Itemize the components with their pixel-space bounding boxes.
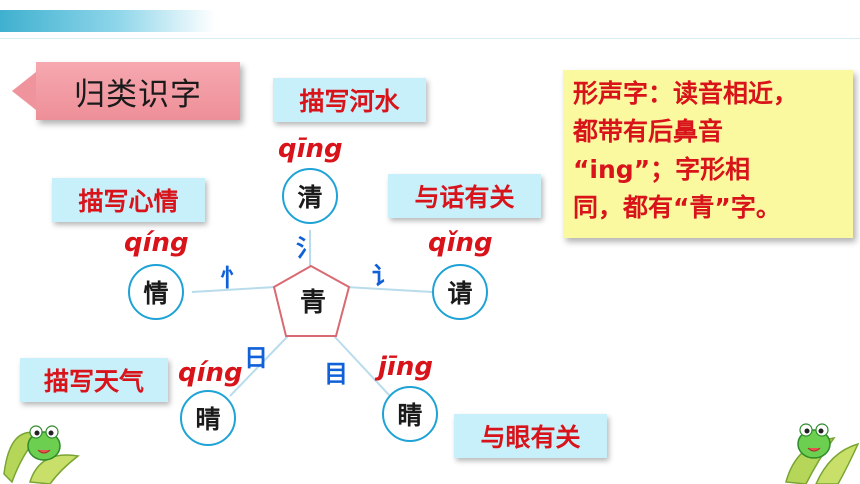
- radical-speak: 讠: [372, 262, 396, 290]
- center-pentagon: [272, 264, 351, 337]
- meaning-label-sun: 描写天气: [20, 358, 168, 402]
- pinyin-jing-eye: jīng: [378, 352, 433, 382]
- meaning-label-heart: 描写心情: [52, 178, 205, 222]
- char-node-qing-sun: 晴: [180, 390, 236, 446]
- spoke-qing-speak: [345, 286, 433, 293]
- note-line: 形声字：读音相近，: [573, 79, 799, 108]
- char-node-qing-water: 清: [282, 168, 338, 224]
- radical-sun: 日: [244, 344, 268, 372]
- center-char: 青: [299, 288, 326, 318]
- meaning-label-eye: 与眼有关: [454, 414, 607, 458]
- spoke-qing-heart: [191, 286, 277, 293]
- char-node-jing-eye: 睛: [382, 386, 438, 442]
- spoke-jing-eye: [333, 335, 391, 397]
- frog-on-leaf-icon: [3, 425, 80, 484]
- pinyin-qing-sun: qíng: [178, 358, 243, 388]
- meaning-label-speak: 与话有关: [388, 174, 541, 218]
- header-divider: [0, 38, 860, 39]
- title-tag-arrow: [12, 72, 36, 110]
- header-accent-bar: [0, 10, 215, 32]
- char-node-qing-heart: 情: [128, 264, 184, 320]
- frog-on-leaf-icon: [785, 423, 860, 484]
- radical-heart: 忄: [220, 264, 244, 292]
- explanation-note: 形声字：读音相近， 都带有后鼻音 “ing”；字形相 同，都有“青”字。: [563, 70, 853, 238]
- meaning-label-water: 描写河水: [273, 78, 426, 122]
- pinyin-qing-heart: qíng: [124, 228, 189, 258]
- spoke-qing-sun: [229, 335, 289, 397]
- pinyin-qing-speak: qǐng: [428, 228, 493, 258]
- note-line: 同，都有“青”字。: [573, 193, 781, 222]
- note-line: 都带有后鼻音: [573, 117, 724, 146]
- char-node-qing-speak: 请: [432, 264, 488, 320]
- radical-eye: 目: [324, 360, 348, 388]
- section-title: 归类识字: [74, 76, 202, 113]
- note-line: “ing”；字形相: [573, 155, 751, 184]
- section-title-tag: 归类识字: [12, 62, 240, 120]
- pinyin-qing-water: qīng: [278, 134, 343, 164]
- radical-water: 氵: [296, 234, 320, 262]
